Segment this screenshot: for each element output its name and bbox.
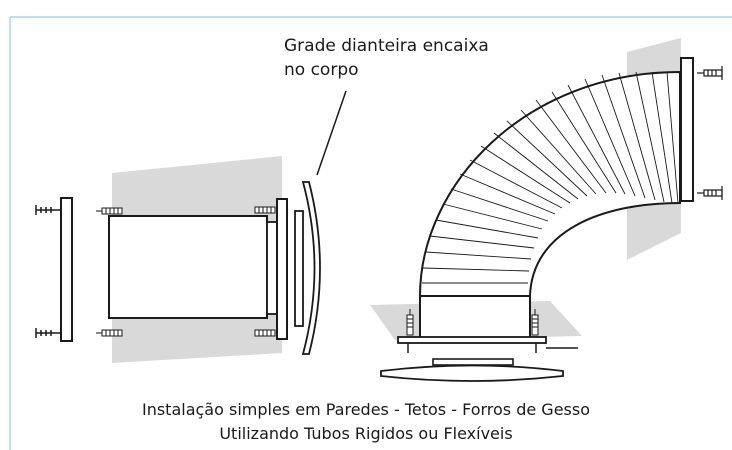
- grille-callout: Grade dianteira encaixa no corpo: [284, 34, 544, 82]
- duct-corrugation: [422, 71, 679, 284]
- back-frame: [60, 197, 73, 342]
- callout-leader: [316, 90, 347, 176]
- caption-line-1: Instalação simples em Paredes - Tetos - …: [141, 400, 591, 419]
- wall-anchor-icon: [96, 329, 123, 337]
- wall-anchor-icon: [254, 206, 276, 214]
- front-grille: [301, 181, 321, 355]
- screw-icon: [697, 186, 723, 200]
- wall-mount-assembly: [35, 90, 347, 363]
- wall-anchor-icon: [96, 207, 123, 215]
- front-grille-plate: [294, 210, 304, 327]
- callout-line-1: Grade dianteira encaixa: [284, 36, 489, 56]
- screw-icon: [406, 309, 414, 336]
- page-frame: [9, 16, 732, 450]
- caption-line-2: Utilizando Tubos Rigidos ou Flexíveis: [219, 424, 513, 443]
- screw-icon: [531, 309, 539, 336]
- callout-line-2: no corpo: [284, 60, 359, 80]
- wall-flange: [680, 57, 694, 202]
- screw-icon: [35, 205, 61, 215]
- wall-anchor-icon: [254, 329, 276, 337]
- flexible-duct: [418, 70, 681, 297]
- body-collar: [266, 221, 278, 315]
- ceiling-frame: [397, 336, 547, 344]
- diffuser-body: [108, 215, 268, 319]
- flexible-duct-assembly: [370, 38, 723, 382]
- front-frame: [276, 198, 288, 340]
- ceiling-grille: [380, 364, 564, 382]
- ceiling-grille-plate: [432, 358, 514, 366]
- screw-icon: [35, 328, 61, 338]
- screw-icon: [697, 66, 723, 80]
- ceiling-diffuser-body: [419, 295, 531, 339]
